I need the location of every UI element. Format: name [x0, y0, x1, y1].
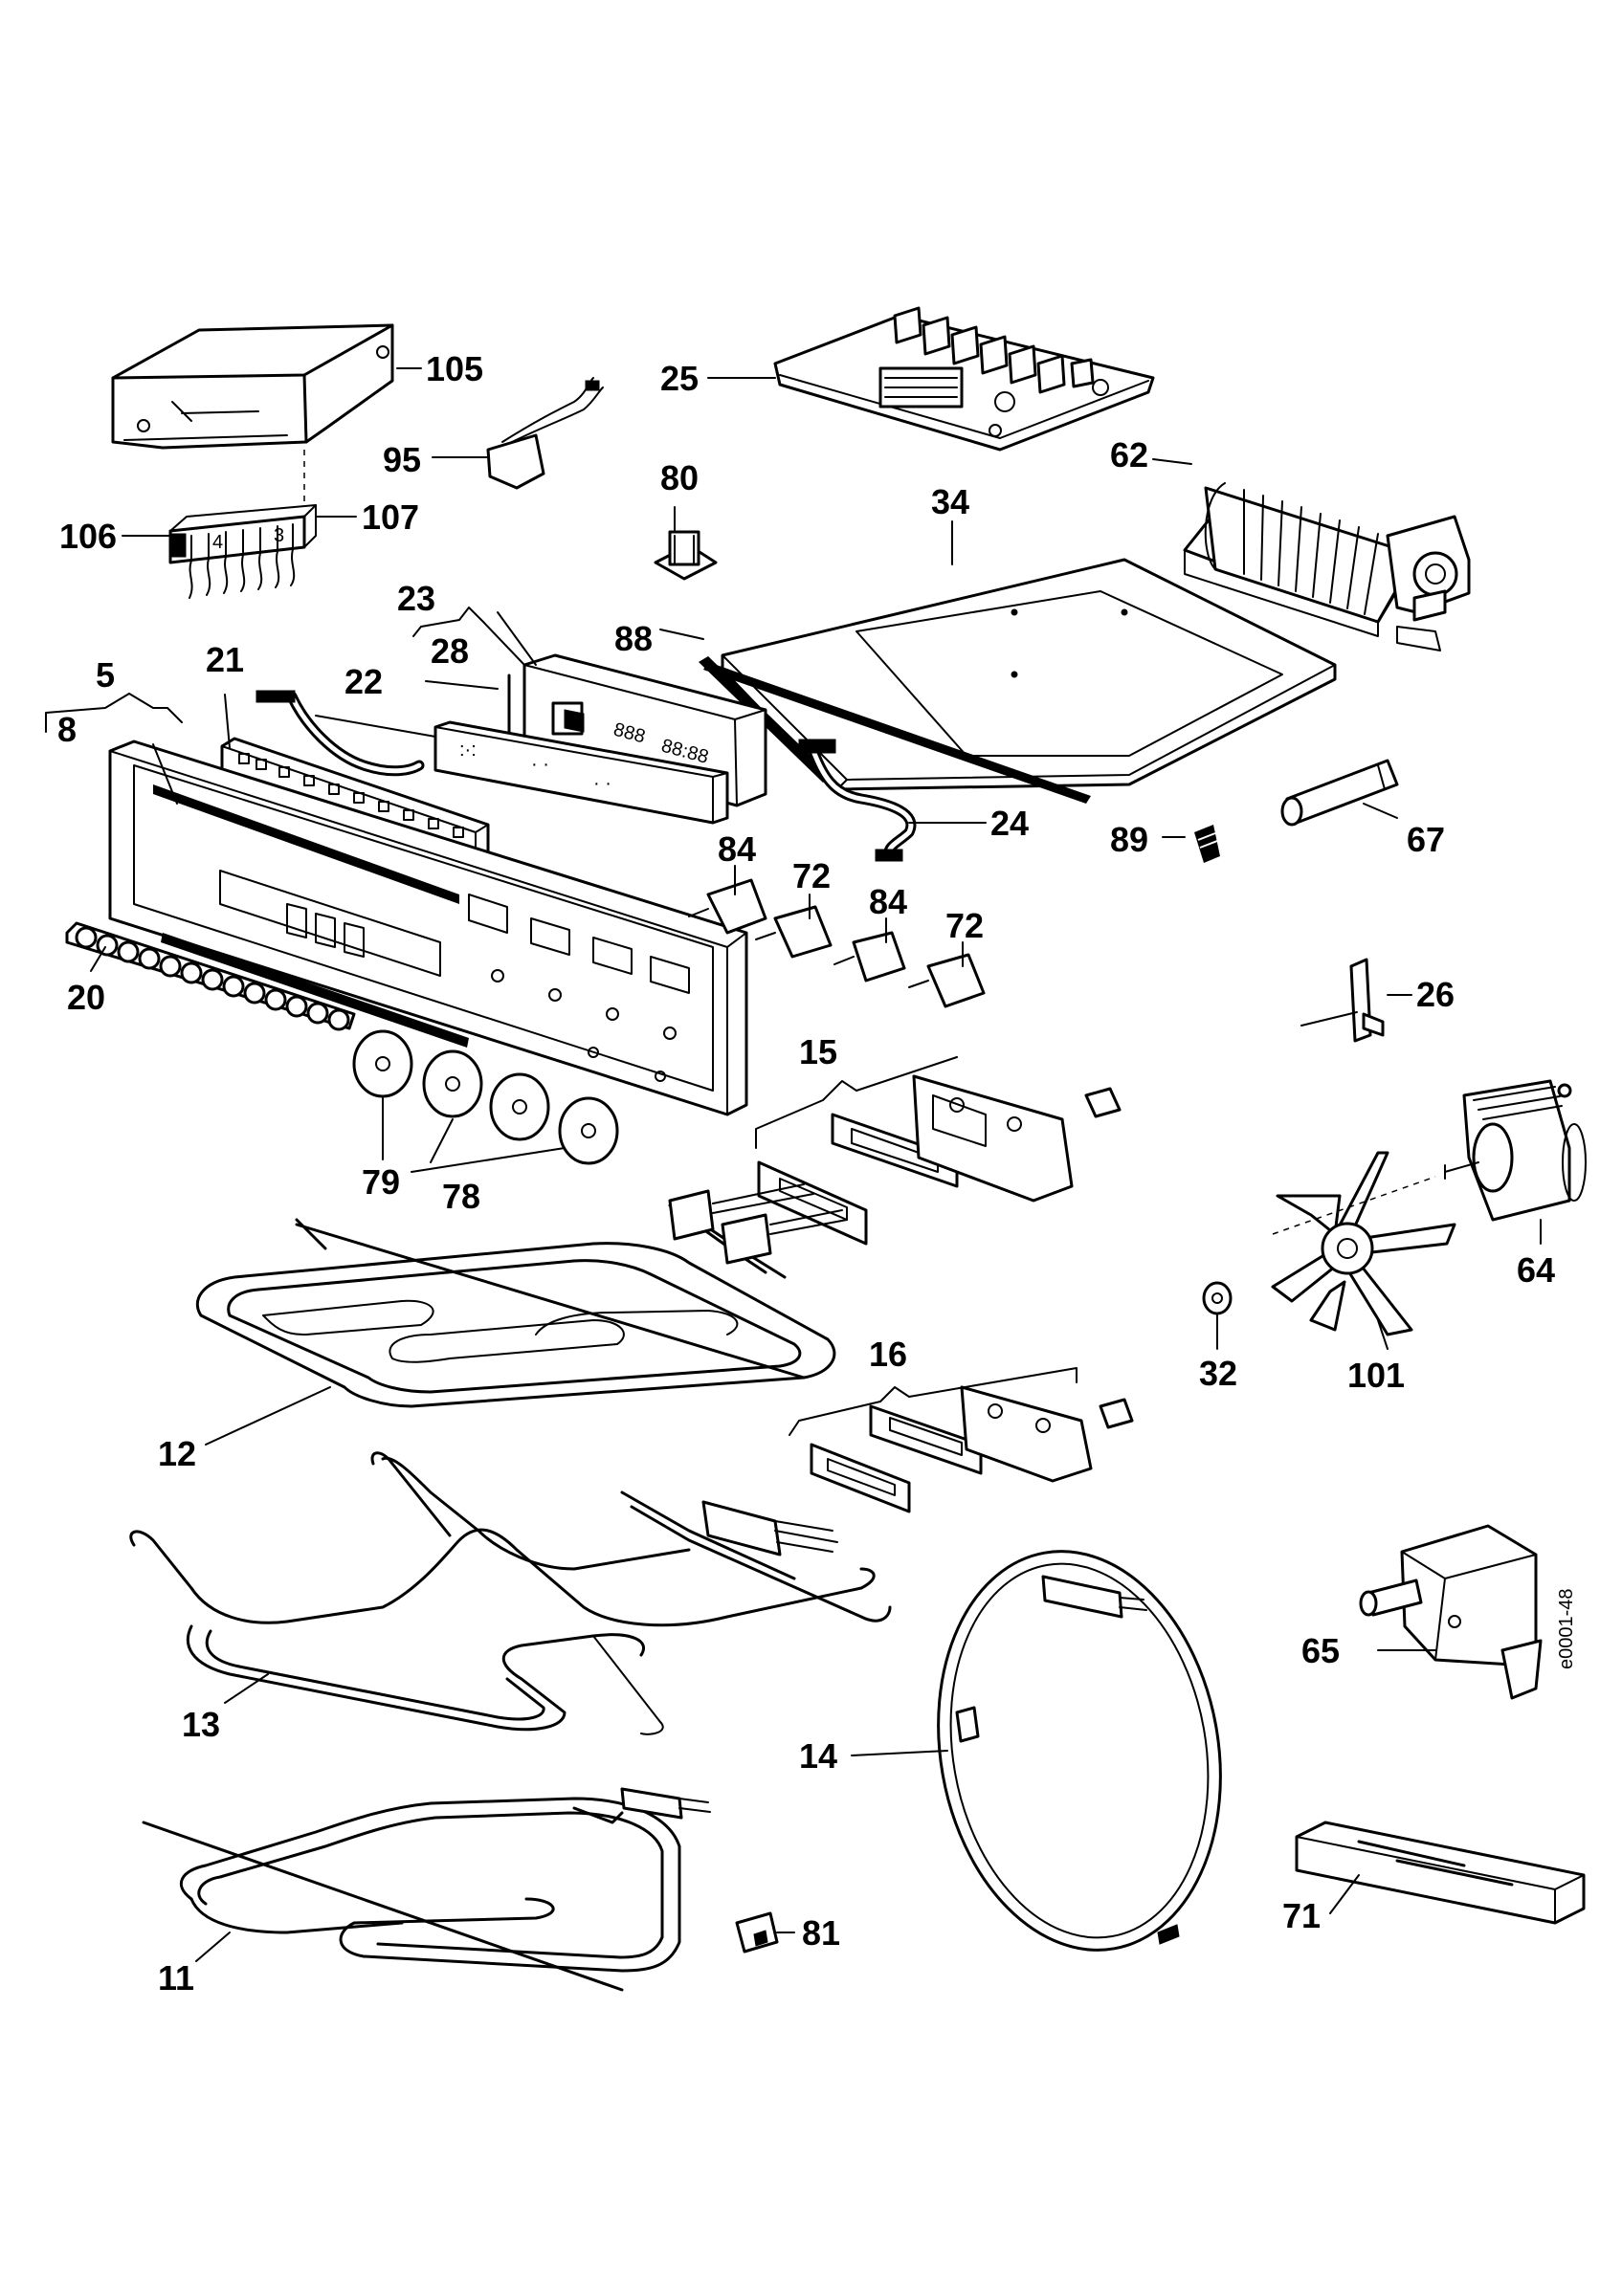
part-label-88: 88 [614, 619, 653, 658]
part-65-thermostat [1359, 1524, 1543, 1700]
part-84-72-switches [688, 878, 986, 1008]
part-32-nut [1202, 1281, 1233, 1315]
part-34-cover-plate [721, 558, 1337, 791]
part-24-ribbon-cable [798, 739, 917, 862]
part-label-21: 21 [206, 640, 244, 679]
part-81-clip [735, 1911, 779, 1954]
part-15-terminal-set [757, 1074, 1122, 1246]
part-label-12: 12 [158, 1434, 196, 1473]
part-label-72-b: 72 [945, 906, 984, 945]
svg-text:3: 3 [274, 525, 284, 546]
part-label-80: 80 [660, 458, 699, 497]
part-62-tangential-fan [1183, 482, 1471, 651]
svg-text:· ·: · · [593, 773, 611, 794]
part-label-62: 62 [1110, 435, 1148, 475]
part-label-65: 65 [1301, 1631, 1340, 1670]
part-5-control-panel [108, 740, 748, 1116]
part-labels: 105 25 95 80 62 106 107 34 23 88 28 5 21… [57, 349, 1577, 1998]
part-16-terminal-set [810, 1385, 1134, 1513]
part-label-26: 26 [1416, 975, 1455, 1014]
part-64-fan-motor [1444, 1079, 1587, 1222]
part-label-64: 64 [1517, 1250, 1555, 1290]
part-13-bottom-element [129, 1451, 892, 1735]
part-label-107: 107 [362, 497, 419, 537]
part-25-control-board [773, 306, 1155, 452]
part-label-32: 32 [1199, 1354, 1237, 1393]
part-label-67: 67 [1407, 820, 1445, 859]
part-label-20: 20 [67, 978, 105, 1017]
part-label-25: 25 [660, 359, 699, 398]
part-label-72-a: 72 [792, 856, 831, 895]
group-brackets [45, 607, 1078, 1436]
part-label-14: 14 [799, 1736, 837, 1776]
part-label-23: 23 [397, 579, 435, 618]
part-label-22: 22 [344, 662, 383, 701]
part-label-106: 106 [59, 517, 117, 556]
part-label-84-b: 84 [869, 882, 907, 921]
leader-lines [90, 367, 1542, 1962]
part-label-24: 24 [990, 804, 1029, 843]
part-label-71: 71 [1282, 1896, 1321, 1935]
svg-text:4: 4 [212, 532, 223, 553]
part-105-control-box [111, 323, 394, 450]
part-101-fan-impeller [1271, 1151, 1456, 1336]
part-label-105: 105 [426, 349, 483, 388]
part-12-top-element [195, 1183, 848, 1408]
part-22-display-window: :·: · · · · [433, 720, 729, 825]
part-label-28: 28 [431, 631, 469, 671]
part-14-circular-element [937, 1550, 1222, 1952]
part-71-cover [1295, 1821, 1586, 1925]
part-label-78: 78 [442, 1177, 480, 1216]
part-106-107-terminal-block: 4 3 [168, 450, 317, 599]
part-80-relay [654, 530, 718, 581]
part-11-grill-element [142, 1787, 711, 1992]
part-label-15: 15 [799, 1032, 837, 1071]
part-79-78-knob-discs [352, 1029, 619, 1165]
part-label-81: 81 [802, 1913, 840, 1953]
part-label-89: 89 [1110, 820, 1148, 859]
part-20-button-strip [65, 921, 469, 1048]
part-label-13: 13 [182, 1705, 220, 1744]
part-label-8: 8 [57, 710, 77, 749]
part-label-11: 11 [158, 1958, 194, 1998]
part-label-5: 5 [96, 655, 115, 695]
part-67-tube [1280, 759, 1399, 827]
part-label-79: 79 [362, 1162, 400, 1202]
drawing-code: e0001-48 [1556, 1588, 1577, 1669]
part-label-34: 34 [931, 482, 969, 521]
part-label-84-a: 84 [718, 829, 756, 869]
svg-text::·:: :·: [459, 740, 477, 761]
part-89-bushing [1194, 825, 1220, 863]
part-95-bracket [486, 377, 604, 490]
part-label-101: 101 [1347, 1356, 1405, 1395]
part-26-sensor [1300, 958, 1385, 1043]
part-label-16: 16 [869, 1335, 907, 1374]
svg-text:· ·: · · [531, 754, 549, 775]
part-label-95: 95 [383, 440, 421, 479]
